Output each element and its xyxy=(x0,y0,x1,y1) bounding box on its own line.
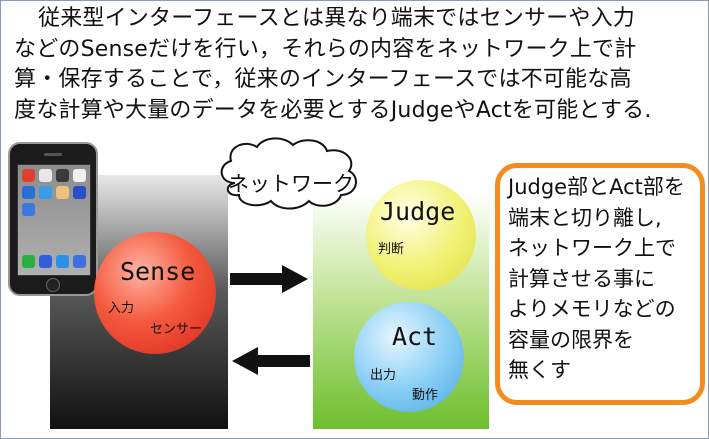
intro-line-4: 度な計算や大量のデータを必要とするJudgeやActを可能とする. xyxy=(14,97,652,123)
dock-icon xyxy=(39,255,52,268)
act-circle xyxy=(354,302,464,412)
judge-decision-label: 判断 xyxy=(378,242,405,257)
phone-speaker xyxy=(44,153,62,156)
smartphone-icon xyxy=(8,142,98,296)
intro-line-1: 従来型インターフェースとは異なり端末ではセンサーや入力 xyxy=(38,6,635,31)
note-line-4: 計算させる事に xyxy=(508,266,655,291)
cloud-icon xyxy=(220,137,357,210)
act-action-label: 動作 xyxy=(412,388,439,403)
dock-icon xyxy=(73,255,86,268)
note-line-6: 容量の限界を xyxy=(508,327,634,352)
dock-icon xyxy=(56,255,69,268)
network-label: ネットワーク xyxy=(228,172,354,196)
intro-paragraph: 従来型インターフェースとは異なり端末ではセンサーや入力 などのSenseだけを行… xyxy=(14,4,704,126)
app-icon xyxy=(56,186,69,199)
note-line-3: ネットワーク上で xyxy=(508,236,676,260)
arrow-left-icon xyxy=(232,347,310,375)
sense-circle xyxy=(94,232,216,354)
judge-circle xyxy=(366,180,476,290)
phone-home-button xyxy=(46,278,60,292)
note-box xyxy=(495,163,705,405)
act-output-label: 出力 xyxy=(370,368,397,383)
intro-line-3: 算・保存することで，従来のインターフェースでは不可能な高 xyxy=(14,67,632,92)
phone-screen xyxy=(17,164,91,276)
app-icon xyxy=(22,169,35,182)
note-text: Judge部とAct部を 端末と切り離し, ネットワーク上で 計算させる事に よ… xyxy=(508,172,704,386)
note-line-7: 無くす xyxy=(508,358,571,382)
sense-title: Sense xyxy=(120,257,196,286)
note-line-1: Judge部とAct部を xyxy=(508,175,685,199)
app-icon xyxy=(73,169,86,182)
note-line-5: よりメモリなどの xyxy=(508,297,676,321)
arrow-right-icon xyxy=(230,265,308,293)
dock-icon xyxy=(22,255,35,268)
app-icon xyxy=(22,186,35,199)
app-icon xyxy=(39,169,52,182)
app-icon xyxy=(56,169,69,182)
app-icon xyxy=(73,186,86,199)
sense-sensor-label: センサー xyxy=(150,322,203,337)
judge-title: Judge xyxy=(380,197,456,226)
act-title: Act xyxy=(392,322,438,351)
note-line-2: 端末と切り離し, xyxy=(508,205,662,230)
app-icon xyxy=(39,186,52,199)
intro-line-2: などのSenseだけを行い，それらの内容をネットワーク上で計 xyxy=(14,36,637,62)
app-icon xyxy=(22,203,35,216)
sense-input-label: 入力 xyxy=(108,301,135,316)
